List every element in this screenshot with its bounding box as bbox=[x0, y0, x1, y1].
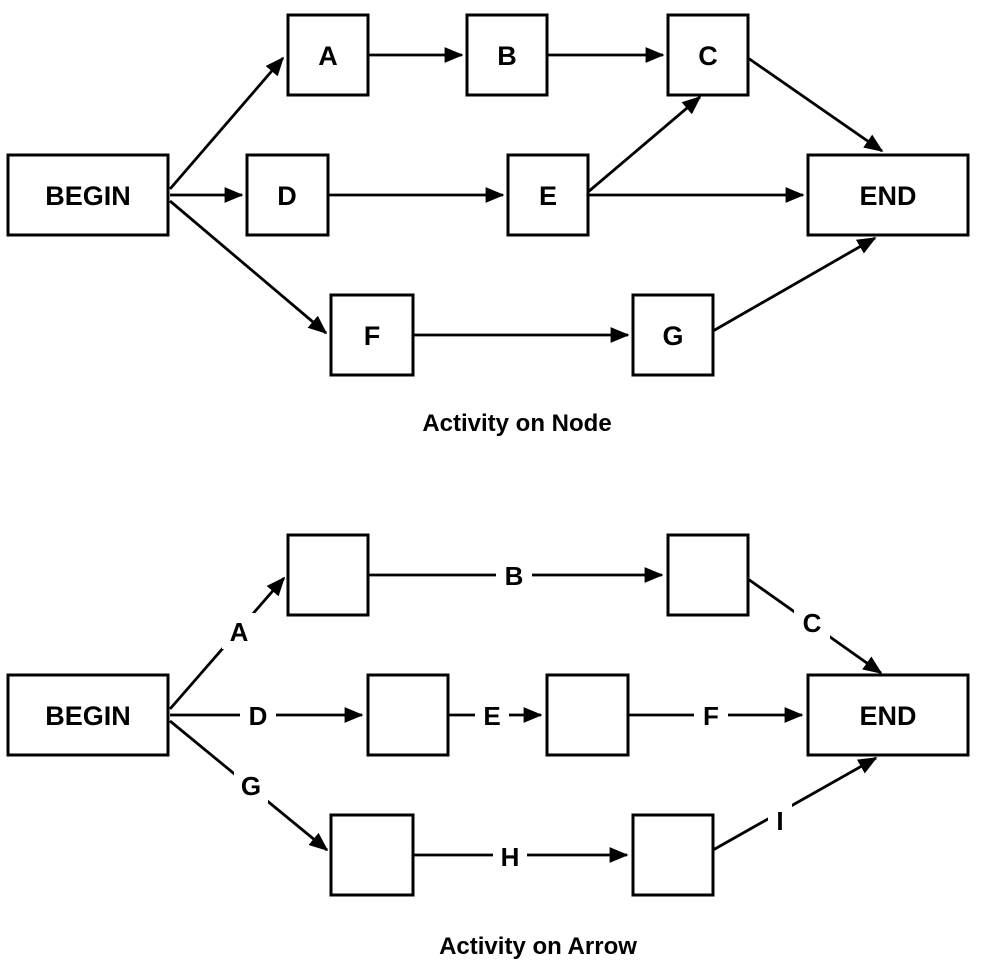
aoa-node-begin bbox=[6, 673, 170, 757]
aoa-edge-i-label-bg bbox=[768, 802, 792, 838]
aon-caption: Activity on Node bbox=[422, 410, 611, 437]
aoa-edge-g-label-bg bbox=[234, 767, 268, 803]
aoa-node-1 bbox=[286, 533, 370, 617]
aon-node-c-label: C bbox=[698, 41, 718, 71]
aoa-edge-c-label-bg bbox=[794, 604, 830, 640]
aoa-edge-d-label: D bbox=[249, 701, 268, 731]
aoa-node-3 bbox=[366, 673, 450, 757]
aoa-edge-e-label-bg bbox=[475, 698, 509, 732]
aon-node-f-label: F bbox=[364, 321, 381, 351]
activity-on-arrow-diagram: BEGIN END A B C D E F G H I Activity on … bbox=[6, 533, 970, 960]
aoa-node-end bbox=[806, 673, 970, 757]
aoa-edge-i-label: I bbox=[776, 806, 783, 836]
aon-node-e bbox=[506, 153, 590, 237]
aon-edge-g-end bbox=[712, 236, 877, 333]
aoa-edge-h-label-bg bbox=[493, 839, 527, 873]
aoa-edge-g-label: G bbox=[241, 771, 261, 801]
aon-node-b-label: B bbox=[497, 41, 517, 71]
aon-node-a-label: A bbox=[318, 41, 338, 71]
aoa-edge-a-label-bg bbox=[222, 613, 256, 649]
aoa-edge-e-label: E bbox=[483, 701, 500, 731]
aoa-edge-h-label: H bbox=[501, 842, 520, 872]
aoa-node-4 bbox=[545, 673, 630, 757]
aon-node-end bbox=[806, 153, 970, 237]
aon-edge-c-end bbox=[747, 56, 884, 153]
activity-on-node-diagram: BEGIN A B C D E F G END Activity on Node bbox=[6, 13, 970, 437]
aoa-node-begin-label: BEGIN bbox=[45, 701, 131, 731]
aon-node-begin-label: BEGIN bbox=[45, 181, 131, 211]
aon-node-end-label: END bbox=[859, 181, 916, 211]
aoa-caption: Activity on Arrow bbox=[439, 933, 637, 960]
aoa-edge-f-label-bg bbox=[694, 698, 728, 732]
aoa-edge-b-label: B bbox=[505, 561, 524, 591]
aon-edge-begin-f bbox=[169, 199, 328, 335]
aoa-edge-c-label: C bbox=[803, 608, 822, 638]
aon-node-e-label: E bbox=[539, 181, 557, 211]
aon-node-f bbox=[329, 293, 415, 377]
aon-node-d bbox=[245, 153, 330, 237]
aoa-node-end-label: END bbox=[859, 701, 916, 731]
aoa-edge-f-label: F bbox=[703, 701, 719, 731]
aoa-edge-a-label: A bbox=[230, 617, 249, 647]
aoa-edge-i bbox=[712, 756, 878, 852]
aon-node-a bbox=[286, 13, 370, 97]
aoa-node-6 bbox=[631, 813, 715, 897]
aon-node-b bbox=[465, 13, 549, 97]
aoa-node-5 bbox=[329, 813, 415, 897]
aon-node-g bbox=[631, 293, 715, 377]
aoa-edge-d-label-bg bbox=[240, 698, 276, 732]
aon-edge-e-c bbox=[587, 95, 702, 194]
aon-node-begin bbox=[6, 153, 170, 237]
aon-edge-begin-a bbox=[168, 56, 285, 190]
aon-node-c bbox=[666, 13, 750, 97]
aon-node-d-label: D bbox=[277, 181, 297, 211]
aoa-node-2 bbox=[666, 533, 750, 617]
aoa-edge-b-label-bg bbox=[496, 558, 532, 592]
aon-node-g-label: G bbox=[662, 321, 683, 351]
